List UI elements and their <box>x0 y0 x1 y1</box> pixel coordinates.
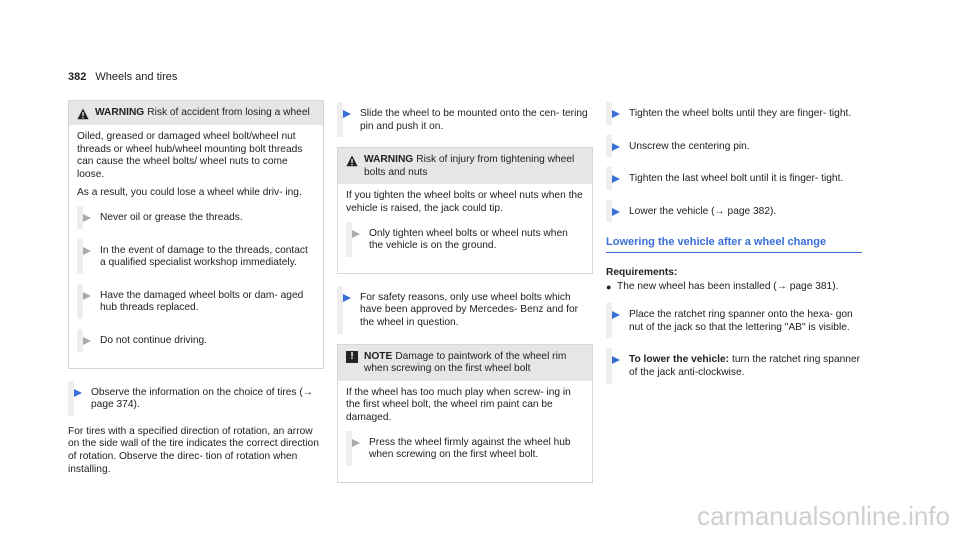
warning-paragraph: Oiled, greased or damaged wheel bolt/whe… <box>77 131 303 180</box>
instruction-step: Tighten the last wheel bolt until it is … <box>606 167 862 190</box>
bullet-icon: ● <box>606 281 612 292</box>
requirements-title: Requirements: <box>606 266 678 278</box>
warning-paragraph: If you tighten the wheel bolts or wheel … <box>346 190 583 214</box>
step-arrow-icon <box>343 293 351 302</box>
instruction-step: For safety reasons, only use wheel bolts… <box>337 285 593 334</box>
warning-keyword: WARNING <box>95 107 145 118</box>
page-header: 382 Wheels and tires <box>68 71 177 84</box>
step-arrow-icon <box>612 175 620 184</box>
step-arrow-icon <box>343 110 351 118</box>
step-arrow-icon <box>612 110 620 118</box>
warning-title-text: Risk of injury from tightening wheel bol… <box>364 154 575 178</box>
step-text: Have the damaged wheel bolts or dam- age… <box>100 289 304 314</box>
requirement-text: The new wheel has been installed (→ page… <box>617 280 839 292</box>
step-arrow-icon <box>352 229 360 238</box>
section-title: Lowering the vehicle after a wheel chang… <box>606 236 862 253</box>
step-arrow-icon <box>83 291 91 300</box>
step-text: Press the wheel firmly against the wheel… <box>369 436 571 461</box>
step-text: In the event of damage to the threads, c… <box>100 244 308 269</box>
step-arrow-icon <box>612 207 620 216</box>
warning-step: Do not continue driving. <box>77 328 315 352</box>
step-text: Do not continue driving. <box>100 334 208 346</box>
step-text: Never oil or grease the threads. <box>100 211 243 223</box>
warning-step: In the event of damage to the threads, c… <box>77 238 315 274</box>
watermark: carmanualsonline.info <box>697 501 950 531</box>
step-text: To lower the vehicle:turn the ratchet ri… <box>629 354 862 379</box>
note-step: Press the wheel firmly against the wheel… <box>346 430 584 466</box>
warning-paragraph: As a result, you could lose a wheel whil… <box>77 187 302 199</box>
step-text: Only tighten wheel bolts or wheel nuts w… <box>369 227 568 252</box>
step-arrow-icon <box>83 213 91 222</box>
step-text: Unscrew the centering pin. <box>629 140 750 152</box>
warning-title-text: Risk of accident from losing a wheel <box>147 107 310 118</box>
instruction-step: To lower the vehicle:turn the ratchet ri… <box>606 348 862 384</box>
note-body: If the wheel has too much play when scre… <box>338 381 592 482</box>
step-arrow-icon <box>612 142 620 151</box>
step-arrow-icon <box>352 438 360 447</box>
step-arrow-icon <box>83 336 91 345</box>
step-text: For safety reasons, only use wheel bolts… <box>360 291 579 328</box>
step-text: Lower the vehicle (→ page 382). <box>629 205 777 217</box>
instruction-step: Observe the information on the choice of… <box>68 380 324 416</box>
warning-step: Have the damaged wheel bolts or dam- age… <box>77 283 315 319</box>
note-title-text: Damage to paintwork of the wheel rim whe… <box>364 350 567 375</box>
instruction-step: Unscrew the centering pin. <box>606 134 862 158</box>
instruction-step: Slide the wheel to be mounted onto the c… <box>337 102 593 138</box>
instruction-step: Tighten the wheel bolts until they are f… <box>606 102 862 125</box>
step-arrow-icon <box>83 246 91 255</box>
warning-body: Oiled, greased or damaged wheel bolt/whe… <box>69 125 323 368</box>
warning-step: Never oil or grease the threads. <box>77 205 315 229</box>
exclamation-icon: ! <box>346 350 358 363</box>
page-number: 382 <box>68 71 87 83</box>
warning-triangle-icon <box>77 108 89 120</box>
warning-triangle-icon <box>346 155 358 167</box>
step-text-rest: turn the ratchet ring spanner of the jac… <box>629 354 861 378</box>
step-arrow-icon <box>74 388 82 397</box>
step-arrow-icon <box>612 311 620 320</box>
step-text: Observe the information on the choice of… <box>91 386 313 411</box>
step-bold-label: To lower the vehicle: <box>629 354 730 366</box>
column-3: Tighten the wheel bolts until they are f… <box>606 100 862 394</box>
step-text: Slide the wheel to be mounted onto the c… <box>360 108 588 132</box>
body-paragraph: For tires with a specified direction of … <box>68 425 319 475</box>
step-text: Tighten the wheel bolts until they are f… <box>629 108 852 119</box>
requirement-item: ● The new wheel has been installed (→ pag… <box>606 281 862 294</box>
warning-keyword: WARNING <box>364 154 414 166</box>
section-name: Wheels and tires <box>95 71 178 83</box>
warning-step: Only tighten wheel bolts or wheel nuts w… <box>346 221 584 257</box>
warning-body: If you tighten the wheel bolts or wheel … <box>338 184 592 272</box>
step-text: Place the ratchet ring spanner onto the … <box>629 309 853 333</box>
note-paragraph: If the wheel has too much play when scre… <box>346 386 571 423</box>
step-arrow-icon <box>612 356 620 365</box>
instruction-step: Lower the vehicle (→ page 382). <box>606 199 862 223</box>
note-keyword: NOTE <box>364 350 393 362</box>
instruction-step: Place the ratchet ring spanner onto the … <box>606 303 862 339</box>
column-2: Slide the wheel to be mounted onto the c… <box>337 100 593 495</box>
step-text: Tighten the last wheel bolt until it is … <box>629 173 844 185</box>
